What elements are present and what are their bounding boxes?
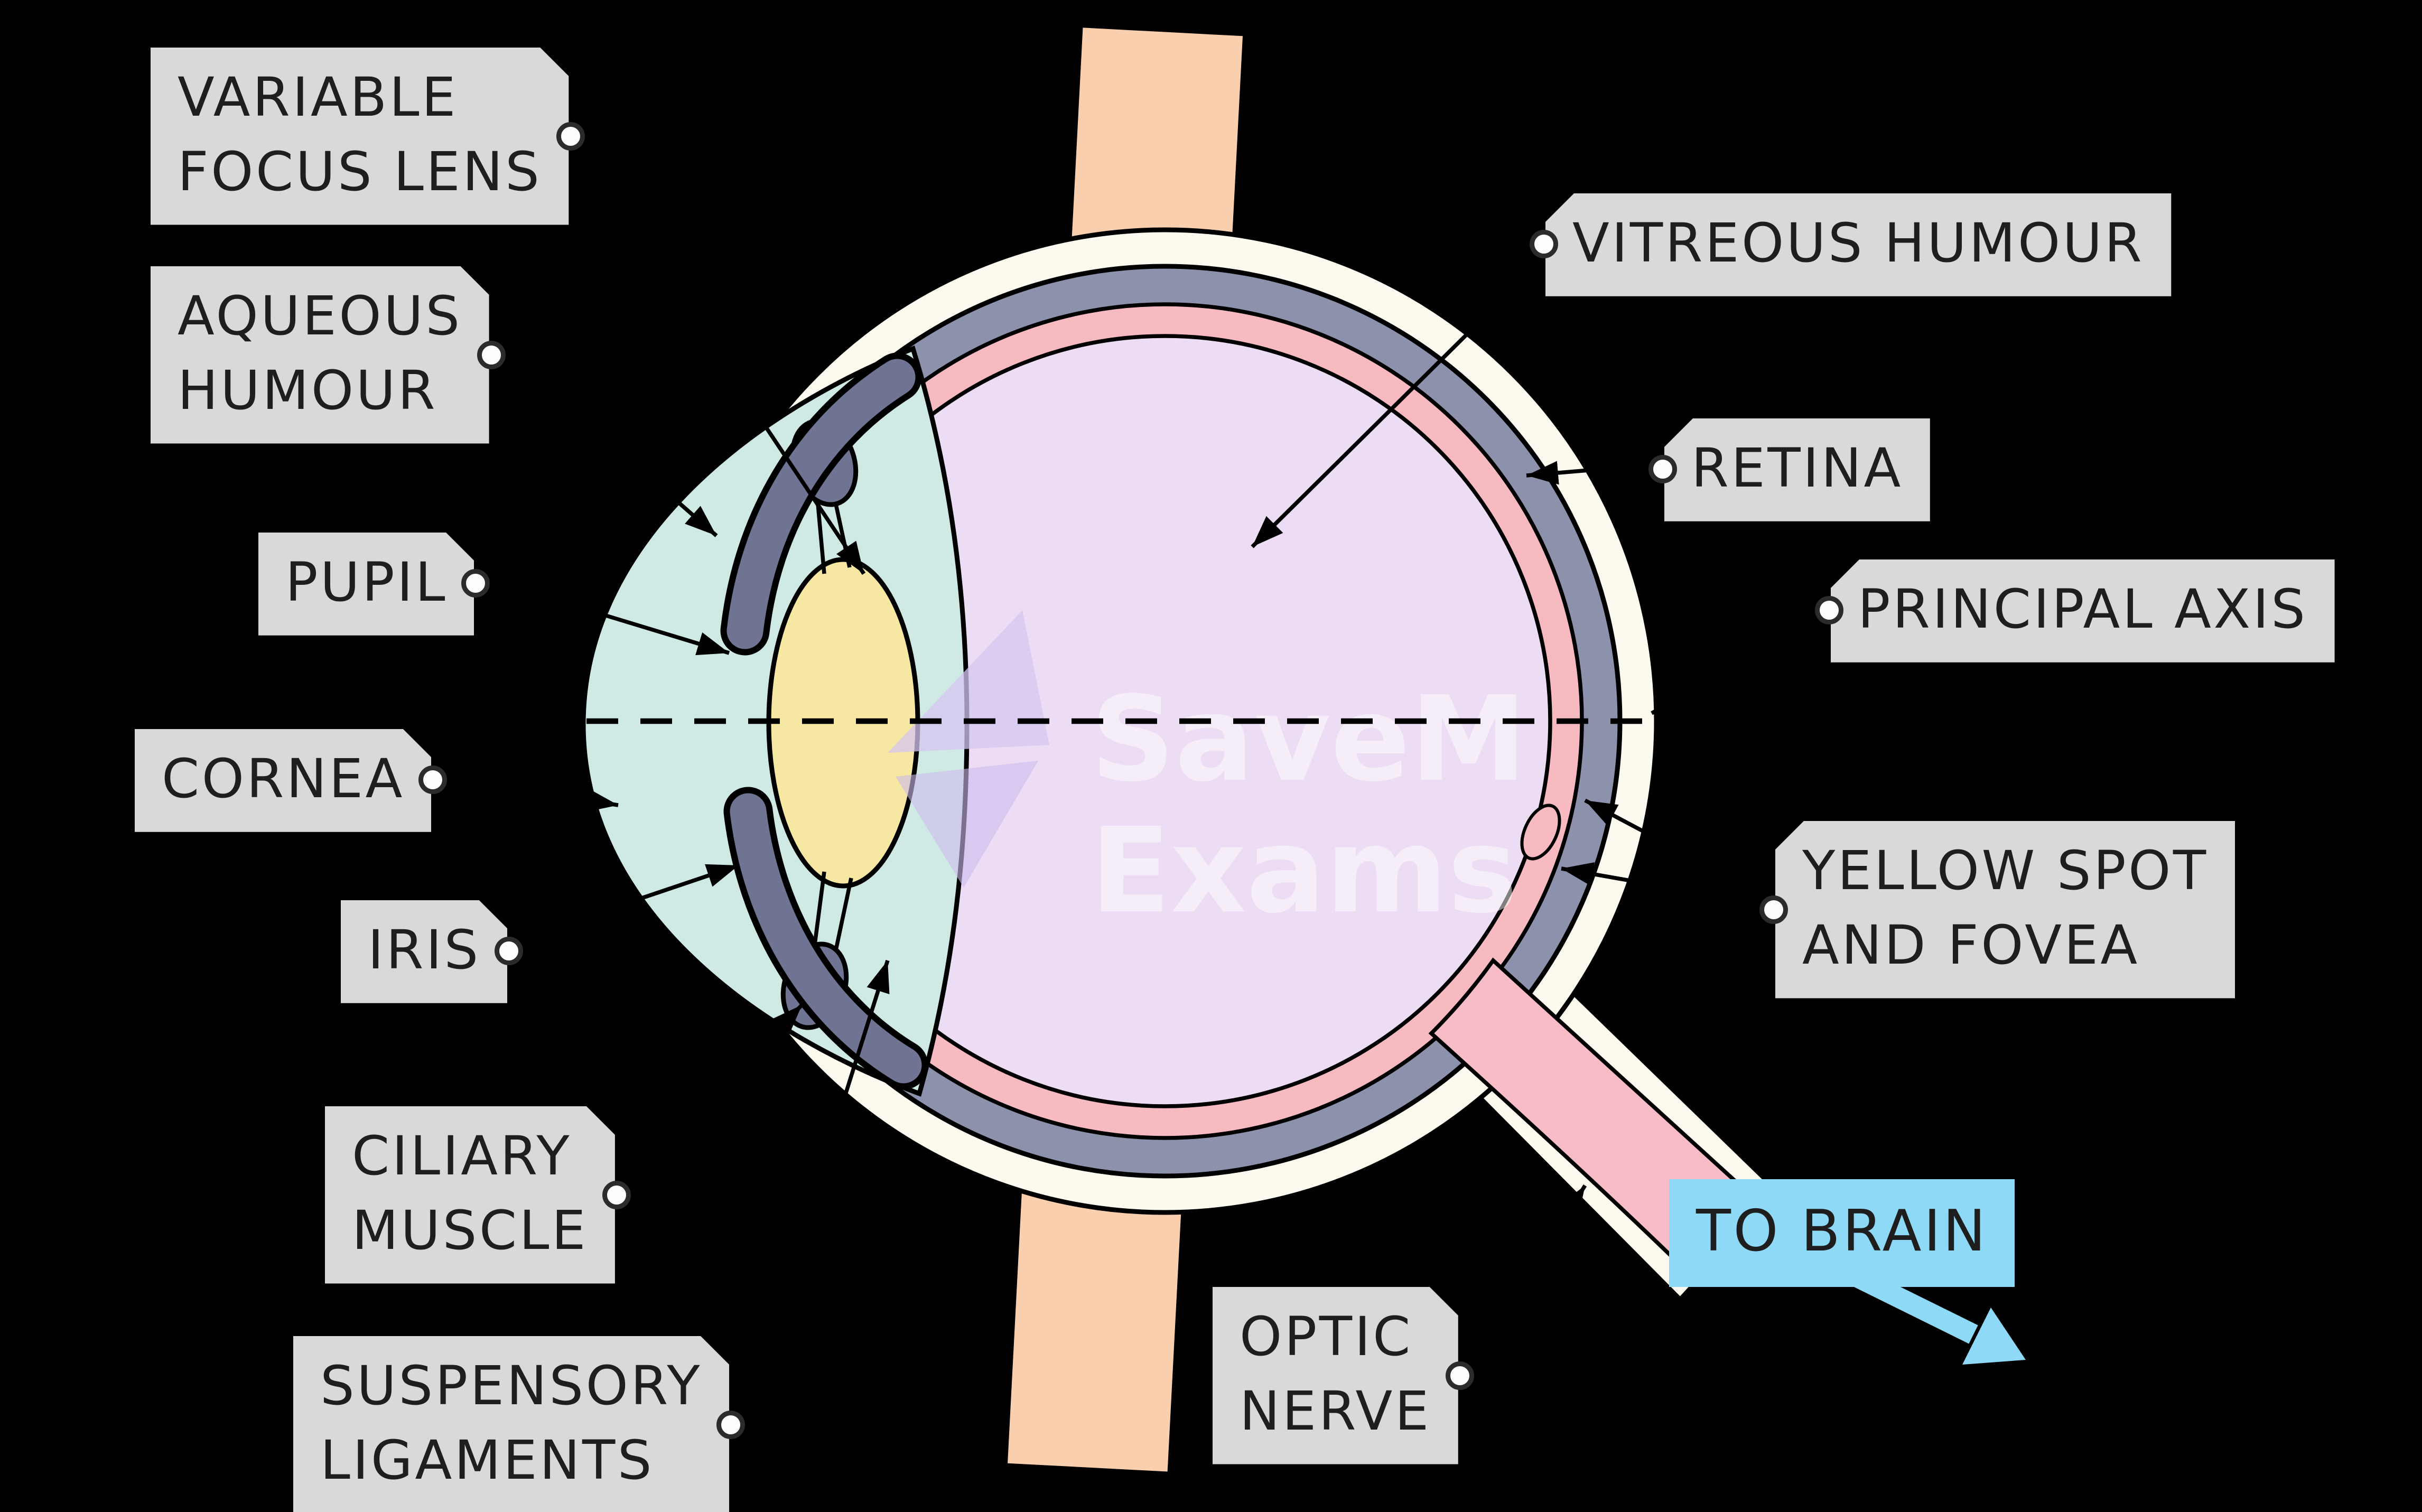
tag-background (151, 48, 569, 225)
label-cornea: CORNEA (135, 729, 448, 832)
leader-variable-focus-lens (572, 138, 866, 575)
label-yellow-spot-and-fovea: YELLOW SPOT AND FOVEA (1759, 821, 2235, 998)
tag-eyelet-icon (1815, 596, 1843, 626)
label-to-brain: TO BRAIN (1669, 1179, 2015, 1287)
watermark-logo-lower (896, 761, 1038, 888)
label-pupil: PUPIL (258, 533, 491, 636)
tag-background (1669, 1179, 2015, 1287)
tag-eyelet-icon (462, 570, 491, 599)
tag-background (135, 729, 432, 832)
watermark-logo (888, 610, 1049, 753)
tag-background (151, 266, 489, 443)
label-text: IRIS (368, 919, 481, 983)
tag-eyelet-icon (1530, 230, 1558, 259)
label-optic-nerve: OPTIC NERVE (1213, 1287, 1474, 1464)
leader-principal-axis (1651, 603, 1845, 715)
label-text: YELLOW SPOT AND FOVEA (1802, 840, 2209, 978)
tag-eyelet-icon (418, 766, 448, 795)
tag-background (293, 1336, 729, 1512)
label-ciliary-muscle: CILIARY MUSCLE (325, 1106, 631, 1283)
tag-eyelet-icon (1759, 895, 1788, 924)
leader-vitreous-humour (1251, 239, 1563, 548)
tag-background (341, 900, 508, 1003)
leader-aqueous-humour (509, 353, 718, 537)
iris-upper (726, 359, 916, 649)
label-text: AQUEOUS HUMOUR (178, 285, 462, 423)
leader-yellow-spot-1 (1584, 798, 1789, 910)
watermark: SaveM Exams (888, 610, 1527, 939)
tag-background (258, 533, 474, 636)
leader-suspensory-ligaments (740, 959, 890, 1424)
leader-iris (498, 863, 740, 948)
leader-pupil (478, 575, 730, 656)
tag-eyelet-icon (476, 340, 505, 369)
watermark-text-1: SaveM (1091, 671, 1527, 808)
label-iris: IRIS (341, 900, 524, 1003)
label-text: PUPIL (285, 552, 448, 615)
tag-eyelet-icon (716, 1410, 746, 1439)
label-text: VARIABLE FOCUS LENS (178, 67, 542, 204)
tag-eyelet-icon (602, 1180, 631, 1209)
leader-optic-nerve (1464, 1184, 1587, 1374)
leader-lines (408, 138, 1845, 1424)
label-text: TO BRAIN (1696, 1200, 1988, 1265)
yellow-spot-fovea (1520, 804, 1561, 861)
label-text: RETINA (1691, 437, 1903, 501)
label-principal-axis: PRINCIPAL AXIS (1815, 559, 2335, 662)
leader-ciliary-muscle (613, 1003, 804, 1200)
tag-background (1775, 821, 2235, 998)
watermark-text-2: Exams (1091, 803, 1517, 939)
label-text: PRINCIPAL AXIS (1858, 578, 2308, 642)
label-text: CILIARY MUSCLE (352, 1125, 588, 1263)
label-text: SUSPENSORY LIGAMENTS (320, 1355, 703, 1493)
label-text: CORNEA (162, 748, 405, 811)
tag-eyelet-icon (1445, 1361, 1474, 1390)
tag-eyelet-icon (495, 937, 524, 966)
variable-focus-lens (766, 557, 920, 889)
label-suspensory-ligaments: SUSPENSORY LIGAMENTS (293, 1336, 746, 1512)
iris-lower (730, 793, 922, 1084)
label-text: OPTIC NERVE (1240, 1306, 1431, 1444)
label-aqueous-humour: AQUEOUS HUMOUR (151, 266, 505, 443)
tag-background (1831, 559, 2335, 662)
label-vitreous-humour: VITREOUS HUMOUR (1530, 193, 2172, 296)
label-variable-focus-lens: VARIABLE FOCUS LENS (151, 48, 585, 225)
tag-background (1213, 1287, 1458, 1464)
tag-background (1545, 193, 2172, 296)
optic-nerve-channel (1428, 957, 1747, 1265)
leader-yellow-spot-2 (1561, 862, 1788, 910)
label-retina: RETINA (1648, 418, 1930, 521)
tag-eyelet-icon (556, 122, 585, 151)
label-text: VITREOUS HUMOUR (1572, 212, 2145, 276)
tag-background (1664, 418, 1930, 521)
tag-eyelet-icon (1648, 455, 1677, 484)
tag-background (325, 1106, 615, 1283)
